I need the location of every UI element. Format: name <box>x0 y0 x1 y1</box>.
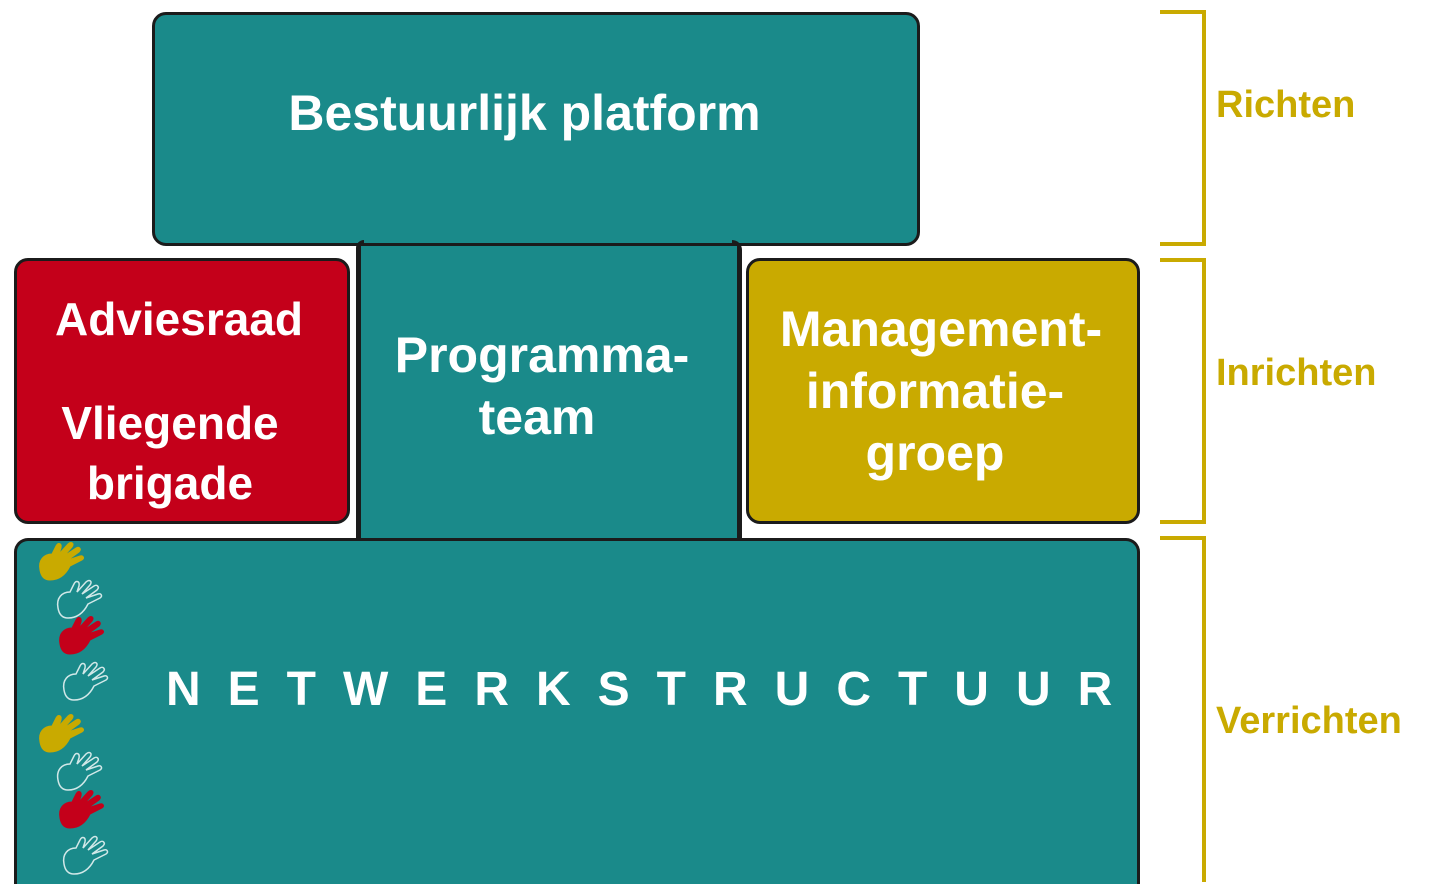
brigade-label: brigade <box>86 457 254 509</box>
verrichten-label: Verrichten <box>1216 700 1402 742</box>
inrichten-label: Inrichten <box>1216 352 1377 394</box>
adviesraad-box <box>14 258 350 524</box>
hand-icon <box>59 790 104 829</box>
programmateam-label-line2: team <box>478 389 596 445</box>
informatie-label: informatie- <box>805 363 1065 419</box>
netwerkstructuur-box <box>14 538 1140 884</box>
netwerkstructuur-label: NETWERKSTRUCTUUR <box>166 663 1140 716</box>
inrichten-bracket <box>1160 258 1206 524</box>
programmateam-label-line1: Programma- <box>394 327 690 383</box>
vliegende-label: Vliegende <box>61 397 279 449</box>
verrichten-bracket <box>1160 536 1206 882</box>
hand-icon <box>39 542 84 581</box>
richten-bracket <box>1160 10 1206 246</box>
hand-icon <box>62 661 109 701</box>
stem-right-outline <box>732 240 742 540</box>
bestuurlijk-platform-label: Bestuurlijk platform <box>288 85 761 141</box>
management-label: Management- <box>779 301 1103 357</box>
groep-label: groep <box>865 425 1005 481</box>
managementinformatiegroep-box <box>746 258 1140 524</box>
hand-icon <box>56 751 103 791</box>
stem-left-outline <box>356 240 364 540</box>
bestuurlijk-platform-box <box>152 12 920 246</box>
adviesraad-label: Adviesraad <box>54 293 303 345</box>
hand-icon <box>62 835 109 875</box>
hand-icon <box>59 616 104 655</box>
hand-icon <box>39 714 84 753</box>
hand-icon <box>56 579 103 619</box>
programmateam-stem <box>358 236 740 542</box>
richten-label: Richten <box>1216 84 1356 126</box>
